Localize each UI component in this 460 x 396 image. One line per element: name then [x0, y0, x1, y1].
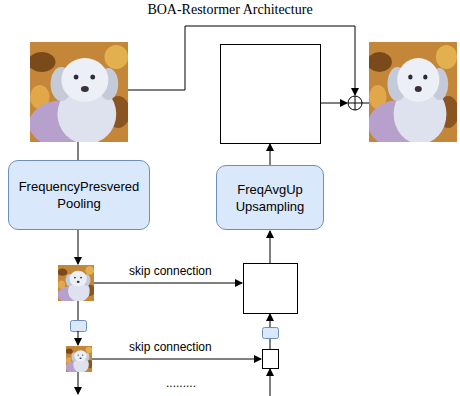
connection-label: skip connection	[128, 340, 213, 354]
continuation-dots: .........	[165, 376, 197, 390]
box-label: FreqAvgUp Upsampling	[223, 181, 317, 215]
process-box: FreqAvgUp Upsampling	[216, 165, 324, 230]
process-box: FrequencyPresvered Pooling	[8, 160, 150, 230]
connection-label: skip connection	[128, 264, 213, 278]
diagram-title: BOA-Restormer Architecture	[0, 2, 460, 18]
box-label: FrequencyPresvered Pooling	[15, 178, 143, 212]
